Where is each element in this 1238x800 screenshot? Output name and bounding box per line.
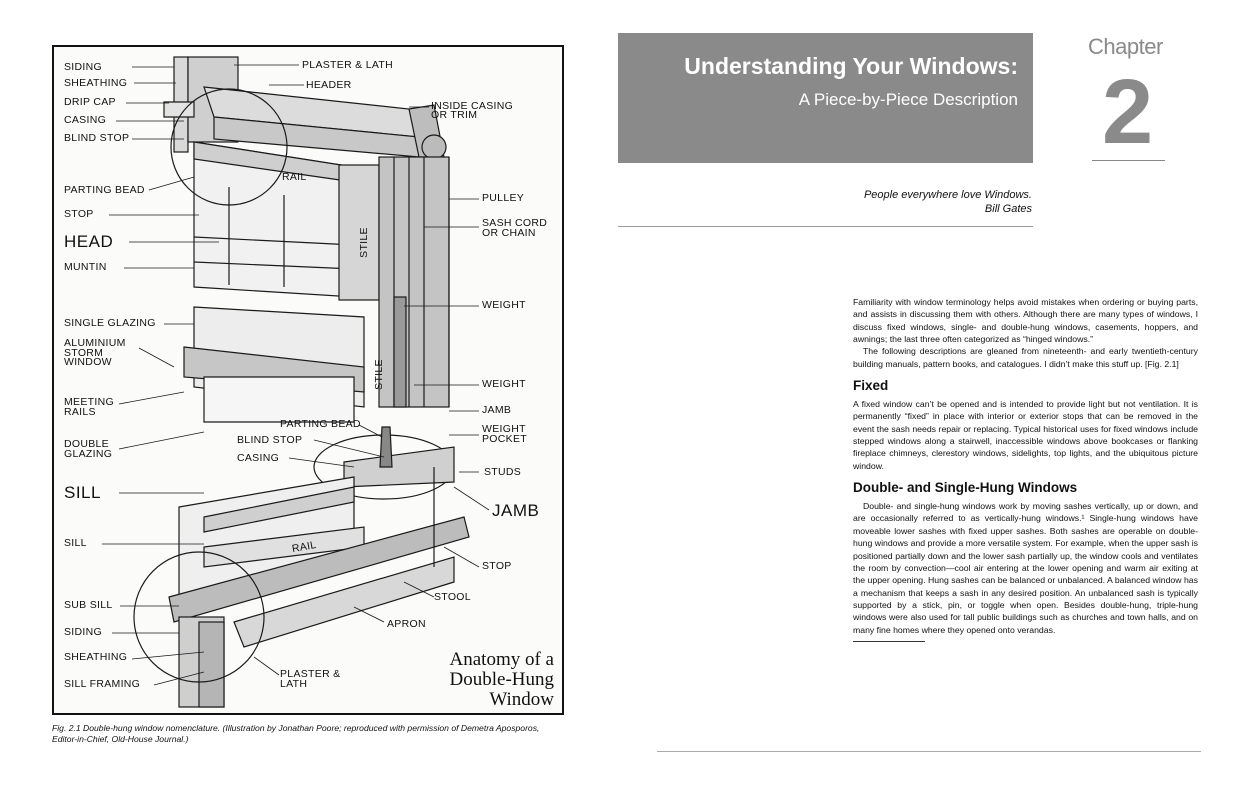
label-jamb-small: JAMB bbox=[482, 404, 512, 416]
figure-title-line-1: Anatomy of a bbox=[449, 649, 554, 670]
label-aluminium-storm-window: ALUMINIUM STORM WINDOW bbox=[64, 337, 126, 368]
epigraph-quote: People everywhere love Windows. bbox=[863, 189, 1032, 201]
label-plaster-lath-bottom: PLASTER & LATH bbox=[280, 668, 341, 690]
label-meeting-rails: MEETING RAILS bbox=[64, 396, 114, 418]
label-plaster-lath-top: PLASTER & LATH bbox=[302, 59, 393, 71]
label-blind-stop-top: BLIND STOP bbox=[64, 132, 130, 144]
figure-title-line-3: Window bbox=[489, 689, 554, 710]
label-parting-bead-mid: PARTING BEAD bbox=[280, 418, 361, 430]
label-pulley: PULLEY bbox=[482, 192, 525, 204]
body-text-column: Familiarity with window terminology help… bbox=[853, 296, 1198, 642]
chapter-divider bbox=[1092, 160, 1165, 161]
label-header: HEADER bbox=[306, 79, 352, 91]
chapter-subtitle: A Piece-by-Piece Description bbox=[798, 90, 1018, 109]
figure-title: Anatomy of a Double-Hung Window bbox=[414, 650, 554, 710]
label-stop-bottom: STOP bbox=[482, 560, 512, 572]
intro-paragraph-2: The following descriptions are gleaned f… bbox=[853, 346, 1198, 369]
chapter-number: 2 bbox=[1102, 61, 1154, 163]
label-weight-top: WEIGHT bbox=[482, 299, 526, 311]
label-parting-bead-top: PARTING BEAD bbox=[64, 184, 145, 196]
label-weight-pocket: WEIGHT POCKET bbox=[482, 423, 527, 445]
label-weight-mid: WEIGHT bbox=[482, 378, 526, 390]
label-stile-mid: STILE bbox=[372, 359, 385, 390]
label-muntin: MUNTIN bbox=[64, 261, 107, 273]
label-sheathing-top: SHEATHING bbox=[64, 77, 128, 89]
chapter-title: Understanding Your Windows: bbox=[684, 53, 1018, 79]
chapter-title-box: Understanding Your Windows: A Piece-by-P… bbox=[618, 33, 1033, 163]
label-studs: STUDS bbox=[484, 466, 522, 478]
section-heading-fixed: Fixed bbox=[853, 378, 889, 394]
label-apron: APRON bbox=[387, 618, 426, 630]
window-drawing bbox=[102, 56, 490, 708]
label-sill-framing: SILL FRAMING bbox=[64, 678, 141, 690]
label-head: HEAD bbox=[64, 232, 114, 251]
section-heading-double-hung: Double- and Single-Hung Windows bbox=[853, 480, 1078, 496]
page-bottom-rule bbox=[657, 751, 1201, 752]
label-sheathing-bottom: SHEATHING bbox=[64, 651, 128, 663]
label-double-glazing: DOUBLE GLAZING bbox=[64, 438, 113, 460]
label-casing-mid: CASING bbox=[237, 452, 280, 464]
intro-paragraph-1: Familiarity with window terminology help… bbox=[853, 297, 1198, 345]
label-stop-top: STOP bbox=[64, 208, 94, 220]
footnote-divider bbox=[853, 640, 925, 642]
epigraph-author: Bill Gates bbox=[984, 203, 1032, 215]
figure-title-line-2: Double-Hung bbox=[449, 669, 554, 690]
label-siding-bottom: SIDING bbox=[64, 626, 102, 638]
label-drip-cap: DRIP CAP bbox=[64, 96, 116, 108]
window-anatomy-illustration: SIDING SHEATHING DRIP CAP CASING BLIND S… bbox=[52, 45, 564, 715]
label-sash-cord: SASH CORD OR CHAIN bbox=[482, 217, 548, 239]
label-single-glazing: SINGLE GLAZING bbox=[64, 317, 156, 329]
label-siding-top: SIDING bbox=[64, 61, 102, 73]
figure-caption: Fig. 2.1 Double-hung window nomenclature… bbox=[52, 723, 540, 744]
label-casing-top: CASING bbox=[64, 114, 107, 126]
label-sill: SILL bbox=[64, 483, 101, 502]
epigraph-divider bbox=[618, 226, 1033, 227]
chapter-label: Chapter bbox=[1088, 34, 1163, 59]
label-jamb-big: JAMB bbox=[492, 501, 540, 520]
label-sill-small: SILL bbox=[64, 537, 87, 549]
label-rail-top: RAIL bbox=[282, 171, 307, 183]
label-stile-top: STILE bbox=[357, 227, 370, 258]
double-hung-paragraph: Double- and single-hung windows work by … bbox=[853, 501, 1198, 635]
label-stool: STOOL bbox=[434, 591, 471, 603]
label-sub-sill: SUB SILL bbox=[64, 599, 113, 611]
label-blind-stop-mid: BLIND STOP bbox=[237, 434, 303, 446]
fixed-paragraph: A fixed window can’t be opened and is in… bbox=[853, 399, 1198, 471]
label-inside-casing: INSIDE CASING OR TRIM bbox=[431, 100, 514, 121]
